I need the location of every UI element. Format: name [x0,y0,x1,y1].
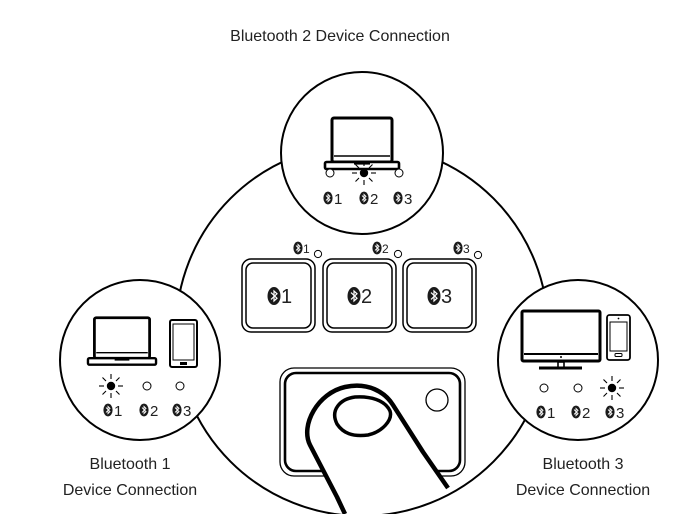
bluetooth-icon [292,241,304,255]
led-label-2: 2 [570,405,590,422]
label-bluetooth-1: Bluetooth 1 Device Connection [20,452,240,504]
key-label: 3 [441,286,452,308]
led-label-1: 1 [102,403,122,420]
bluetooth-icon [346,286,362,306]
bluetooth-icon [171,403,183,417]
led-2-off [573,383,583,393]
bluetooth-icon [392,191,404,205]
key-label: 1 [281,286,292,308]
led-1-off [325,168,335,178]
callout-bluetooth-1: 1 2 3 [59,279,221,441]
key-bluetooth-2[interactable]: 2 [322,258,397,333]
led-3-on-icon [599,375,625,401]
key-indicator-2: 2 [371,241,403,259]
led-3-off [175,381,185,391]
led-label-text: 1 [114,403,122,420]
led-label-text: 3 [616,405,624,422]
led-label-text: 3 [183,403,191,420]
bluetooth-icon [358,191,370,205]
bluetooth-icon [138,403,150,417]
key-label: 2 [361,286,372,308]
led-label-3: 3 [392,191,412,208]
bluetooth-icon [371,241,383,255]
key-indicator-3: 3 [452,241,483,260]
key-indicator-1: 1 [292,241,323,259]
led-label-text: 1 [547,405,555,422]
led-label-3: 3 [604,405,624,422]
led-3-off [394,168,404,178]
tablet-icon [169,319,198,368]
laptop-icon [86,316,158,367]
monitor-icon [520,309,602,370]
bluetooth-icon [535,405,547,419]
led-label-2: 2 [358,191,378,208]
bluetooth-icon [426,286,442,306]
led-2-off [142,381,152,391]
bluetooth-icon [102,403,114,417]
led-label-2: 2 [138,403,158,420]
label-line-2: Device Connection [515,482,651,499]
led-label-3: 3 [171,403,191,420]
led-label-text: 2 [150,403,158,420]
label-text: Bluetooth 2 Device Connection [230,28,450,45]
bluetooth-keys: 1 1 2 2 3 3 [241,241,483,333]
bluetooth-icon [570,405,582,419]
label-line-1: Bluetooth 3 [542,456,624,473]
led-label-text: 3 [404,191,412,208]
led-label-1: 1 [535,405,555,422]
phone-icon [606,314,631,361]
led-label-text: 1 [334,191,342,208]
label-bluetooth-3: Bluetooth 3 Device Connection [478,452,676,504]
callout-bluetooth-2: 1 2 3 [280,71,444,235]
bluetooth-icon [452,241,464,255]
label-line-1: Bluetooth 1 [89,456,171,473]
touchpad-button[interactable] [425,388,449,412]
indicator-led [473,250,483,260]
indicator-label: 2 [382,242,389,256]
led-label-text: 2 [370,191,378,208]
callout-bluetooth-3: 1 2 3 [497,279,659,441]
key-bluetooth-3[interactable]: 3 [402,258,477,333]
led-1-off [539,383,549,393]
led-label-1: 1 [322,191,342,208]
finger-press-icon [304,383,450,514]
led-1-on-icon [98,373,124,399]
key-bluetooth-1[interactable]: 1 [241,258,316,333]
led-2-on-icon [351,160,377,186]
bluetooth-icon [322,191,334,205]
indicator-label: 1 [303,242,310,256]
bluetooth-icon [266,286,282,306]
bluetooth-icon [604,405,616,419]
indicator-led [393,249,403,259]
label-line-2: Device Connection [62,482,198,499]
indicator-label: 3 [463,242,470,256]
laptop-icon [323,116,401,171]
label-bluetooth-2: Bluetooth 2 Device Connection [180,24,500,50]
led-label-text: 2 [582,405,590,422]
indicator-led [313,249,323,259]
